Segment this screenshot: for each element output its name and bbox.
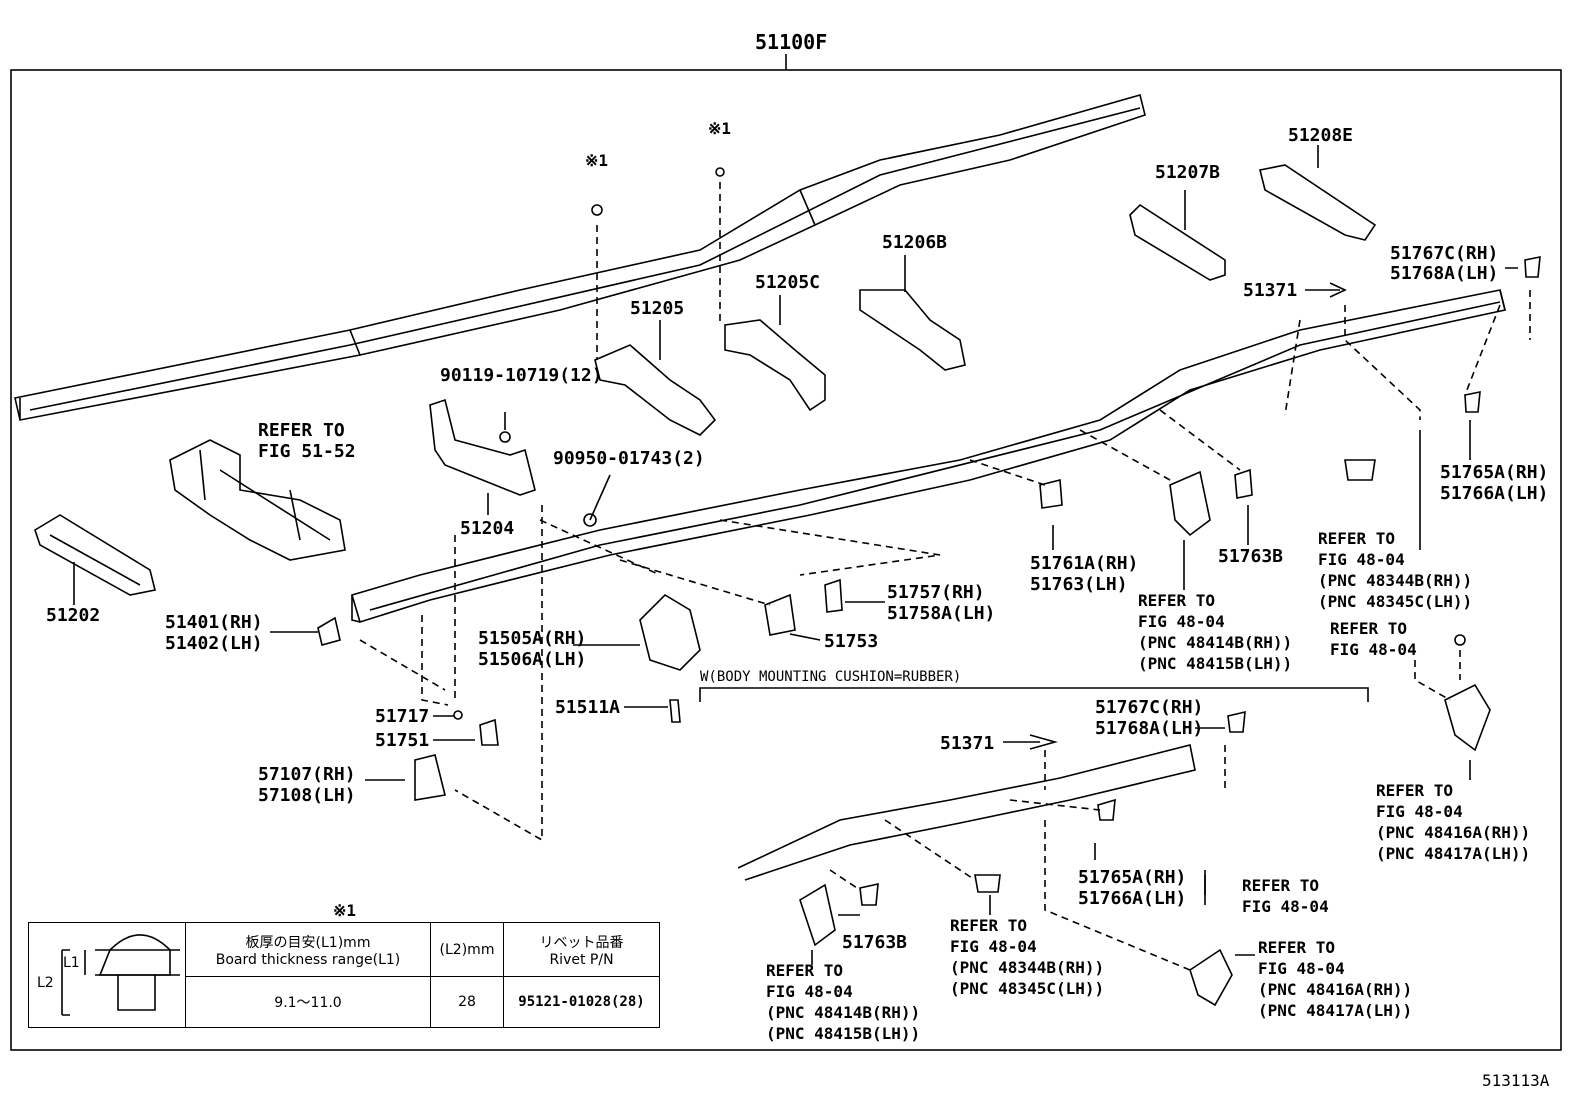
upper-frame-rail [14,94,1146,421]
header-thickness: 板厚の目安(L1)mm Board thickness range(L1) [185,922,431,977]
bracket-48344 [1344,459,1376,481]
label-51505A: 51505A(RH)51506A(LH) [478,628,587,670]
label-51765A: 51765A(RH)51766A(LH) [1440,462,1549,504]
label-51751: 51751 [375,730,430,751]
label-51208E: 51208E [1288,125,1354,146]
dim-l2-label: L2 [37,975,54,991]
w-note: W(BODY MOUNTING CUSHION=RUBBER) [700,669,962,685]
label-90119: 90119-10719(12) [440,365,603,386]
bracket-57107 [414,754,446,801]
rivet-spec-table: L1 L2 板厚の目安(L1)mm Board thickness range(… [28,922,660,1028]
w-bracket-48414 [799,883,836,947]
label-51204: 51204 [460,518,515,539]
label-57107: 57107(RH)57108(LH) [258,764,356,806]
w-bracket-51763B [859,882,879,906]
label-51768A-lh: 51768A(LH) [1390,263,1499,284]
label-51763B: 51763B [1218,546,1284,567]
bracket-51767C [1524,256,1541,278]
bracket-51505A [639,593,701,671]
rivet-sketch-cell: L1 L2 [28,922,186,1028]
w-bracket-48416 [1189,948,1233,1007]
w-bracket-48344 [974,874,1001,893]
label-51100F: 51100F [755,30,828,54]
bracket-51753 [764,593,796,636]
table-rivet-mark: ※1 [333,901,357,920]
dim-l1-label: L1 [63,955,80,971]
label-51717: 51717 [375,706,430,727]
bracket-48414 [1169,470,1211,537]
crossmember-51208E [1259,164,1377,241]
rivet-value: 95121-01028(28) [503,976,660,1028]
bracket-51765A [1464,391,1481,413]
label-51511A: 51511A [555,697,621,718]
label-51761A: 51761A(RH)51763(LH) [1030,553,1139,595]
crossmember-51207B [1129,203,1226,281]
crossmember-51202 [34,514,156,596]
label-90950: 90950-01743(2) [553,448,705,469]
crossmember-51205C [724,319,826,412]
label-51401: 51401(RH)51402(LH) [165,612,263,654]
w-label-51767C: 51767C(RH)51768A(LH) [1095,697,1204,739]
bracket-48416 [1444,683,1491,752]
bracket-51401 [317,616,341,646]
bracket-51204 [429,398,536,496]
l2-value: 28 [430,976,504,1028]
bracket-51511A [669,699,681,723]
label-51767C-rh: 51767C(RH) [1390,243,1499,264]
rivet-mark-2: ※1 [708,119,732,138]
arrow-51371 [1305,282,1347,298]
w-frame-rail [737,744,1196,881]
label-51371: 51371 [1243,280,1298,301]
label-51206B: 51206B [882,232,948,253]
label-51757: 51757(RH)51758A(LH) [887,582,996,624]
crossmember-51205 [594,344,717,436]
w-arrow-51371 [1003,734,1058,750]
front-suspension-member [169,439,346,561]
w-label-51763B: 51763B [842,932,908,953]
label-51202: 51202 [46,605,101,626]
rivet-mark-1: ※1 [585,151,609,170]
w-label-51371: 51371 [940,733,995,754]
label-51205: 51205 [630,298,685,319]
bracket-51751 [479,718,499,746]
w-bracket-51765A [1097,798,1116,821]
figure-code: 513113A [1482,1071,1550,1090]
thickness-value: 9.1～11.0 [185,976,431,1028]
label-51207B: 51207B [1155,162,1221,183]
label-51205C: 51205C [755,272,821,293]
header-l2: (L2)mm [430,922,504,977]
label-51753: 51753 [824,631,879,652]
bracket-51757 [824,578,843,613]
bracket-51763B [1234,468,1253,499]
header-rivet: リベット品番 Rivet P/N [503,922,660,977]
crossmember-51206B [859,289,966,371]
w-bracket-51767C [1227,710,1246,733]
bracket-51761A [1039,478,1063,509]
w-label-51765A: 51765A(RH)51766A(LH) [1078,867,1187,909]
